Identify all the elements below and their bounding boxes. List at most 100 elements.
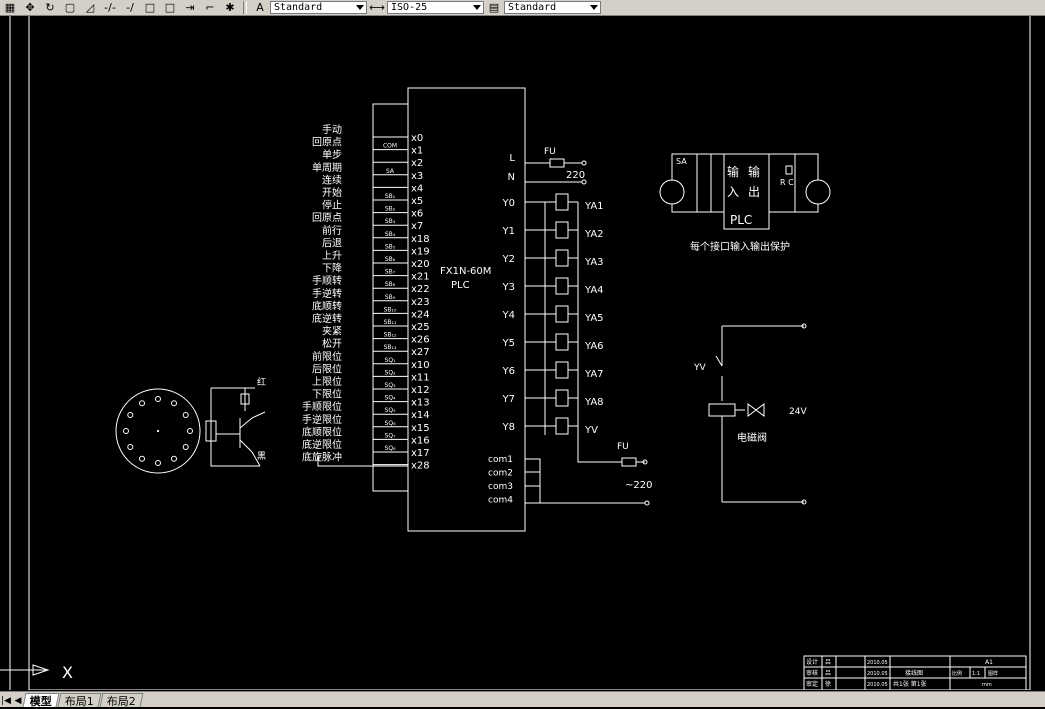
switch-label: SQ₅ — [385, 407, 397, 414]
encoder-hole — [127, 444, 134, 450]
trim-icon[interactable]: -/- — [104, 1, 116, 14]
input-label: 手逆转 — [312, 287, 342, 300]
y-terminal: Y1 — [502, 226, 515, 237]
coil — [555, 193, 569, 211]
x-terminal: x12 — [411, 385, 430, 396]
switch-label: SB₈ — [385, 281, 396, 288]
power-terminal: L — [509, 153, 515, 164]
tab-layout1[interactable]: 布局1 — [57, 693, 102, 708]
coil — [555, 249, 569, 267]
move-icon[interactable]: ✥ — [25, 1, 35, 14]
switch-label: SB₆ — [385, 256, 396, 263]
drawing-canvas[interactable]: 手动回原点单步单周期连续开始停止回原点前行后退上升下降手顺转手逆转底顺转底逆转夹… — [0, 16, 1045, 691]
input-label: 下降 — [322, 262, 342, 275]
coil — [555, 417, 569, 435]
input-label: 单周期 — [312, 162, 342, 174]
switch-label: SB₇ — [385, 269, 396, 276]
text-style-value: Standard — [274, 2, 323, 13]
text-style-select[interactable]: Standard — [270, 1, 367, 14]
text-style-icon[interactable]: A — [256, 1, 264, 14]
load-label: YA2 — [584, 229, 604, 240]
encoder-hole — [123, 428, 129, 434]
coil — [555, 277, 569, 295]
stretch-icon[interactable]: ◿ — [85, 1, 95, 14]
drawing-name: 接线图 — [905, 669, 923, 677]
switch-label: SQ₃ — [385, 382, 397, 389]
encoder-center — [156, 429, 160, 433]
input-label: 松开 — [322, 337, 342, 350]
rotate-icon[interactable]: ↻ — [45, 1, 55, 14]
coil — [555, 221, 569, 239]
encoder-hole — [127, 412, 134, 418]
fuse-label: FU — [544, 147, 556, 157]
encoder-hole — [139, 455, 145, 462]
input-label: 前限位 — [312, 350, 342, 363]
x-terminal: x26 — [411, 335, 430, 346]
title-date: 2010.05 — [867, 671, 888, 677]
extend-icon[interactable]: -/ — [126, 1, 134, 14]
sa-label: SA — [676, 157, 687, 166]
fillet-icon[interactable]: ⌐ — [205, 1, 215, 14]
terminal-dot — [581, 179, 587, 185]
switch-label: SB₁₂ — [384, 332, 397, 339]
input-label: 单步 — [322, 149, 342, 161]
x-terminal: x21 — [411, 272, 430, 283]
protection-plc: PLC — [730, 213, 752, 227]
load-label: YA1 — [584, 201, 604, 212]
unit-label: mm — [982, 682, 992, 688]
scale-icon[interactable]: ▢ — [64, 1, 76, 14]
break-icon[interactable]: □ — [144, 1, 156, 14]
tab-nav-prev-icon[interactable]: ◀ — [14, 695, 22, 706]
terminal-dot — [581, 160, 587, 166]
input-label: 底顺限位 — [302, 425, 342, 438]
input-label: 回原点 — [312, 212, 342, 224]
y-terminal: Y6 — [502, 366, 515, 377]
chamfer-icon[interactable]: ⇥ — [185, 1, 195, 14]
ucs-x-label: X — [62, 663, 73, 682]
layout-tabs: |◀ ◀ 模型 布局1 布局2 — [0, 691, 1045, 708]
tab-layout2[interactable]: 布局2 — [99, 693, 144, 708]
switch-label: SB₄ — [385, 231, 396, 238]
com-terminal: com1 — [488, 455, 513, 465]
join-icon[interactable]: □ — [164, 1, 176, 14]
switch-label: SQ₆ — [385, 420, 397, 427]
valve-caption: 电磁阀 — [737, 431, 767, 444]
encoder-hole — [171, 455, 177, 462]
encoder-hole — [182, 444, 189, 450]
tab-model-label: 模型 — [29, 694, 52, 708]
y-terminal: Y7 — [502, 394, 515, 405]
x-terminal: x5 — [411, 196, 423, 207]
load-label: YA3 — [584, 257, 604, 268]
title-date: 2010.05 — [867, 682, 888, 688]
x-terminal: x28 — [411, 461, 430, 472]
switch-label: SQ₈ — [385, 445, 397, 452]
coil — [555, 389, 569, 407]
tab-nav-first-icon[interactable]: |◀ — [1, 695, 11, 706]
input-label-2: 入 — [727, 185, 739, 199]
dim-style-icon[interactable]: ⟷ — [369, 1, 385, 14]
tab-model[interactable]: 模型 — [22, 693, 60, 708]
encoder-red-label: 红 — [257, 376, 266, 388]
y-terminal: Y8 — [502, 422, 515, 433]
table-style-icon[interactable]: ▤ — [488, 1, 500, 14]
y-terminal: Y2 — [502, 254, 515, 265]
grid-icon[interactable]: ▦ — [4, 1, 16, 14]
input-label: 底逆转 — [312, 312, 342, 325]
plc-model: FX1N-60M — [440, 266, 491, 277]
power-terminal: N — [508, 172, 515, 183]
explode-icon[interactable]: ✱ — [225, 1, 235, 14]
dim-style-select[interactable]: ISO-25 — [387, 1, 484, 14]
com-terminal: com4 — [488, 496, 513, 506]
x-terminal: x4 — [411, 183, 423, 194]
y-terminal: Y4 — [502, 310, 515, 321]
table-style-select[interactable]: Standard — [504, 1, 601, 14]
title-row-value: 吕 — [825, 670, 831, 677]
y-terminal: Y3 — [502, 282, 515, 293]
input-label: 底逆限位 — [302, 438, 342, 451]
x-terminal: x20 — [411, 259, 430, 270]
output-label-1: 输 — [748, 164, 760, 179]
pages-label: 共1张 第1张 — [893, 680, 927, 688]
encoder-hole — [155, 396, 161, 402]
title-row-label: 设计 — [806, 658, 818, 666]
x-terminal: x3 — [411, 171, 423, 182]
